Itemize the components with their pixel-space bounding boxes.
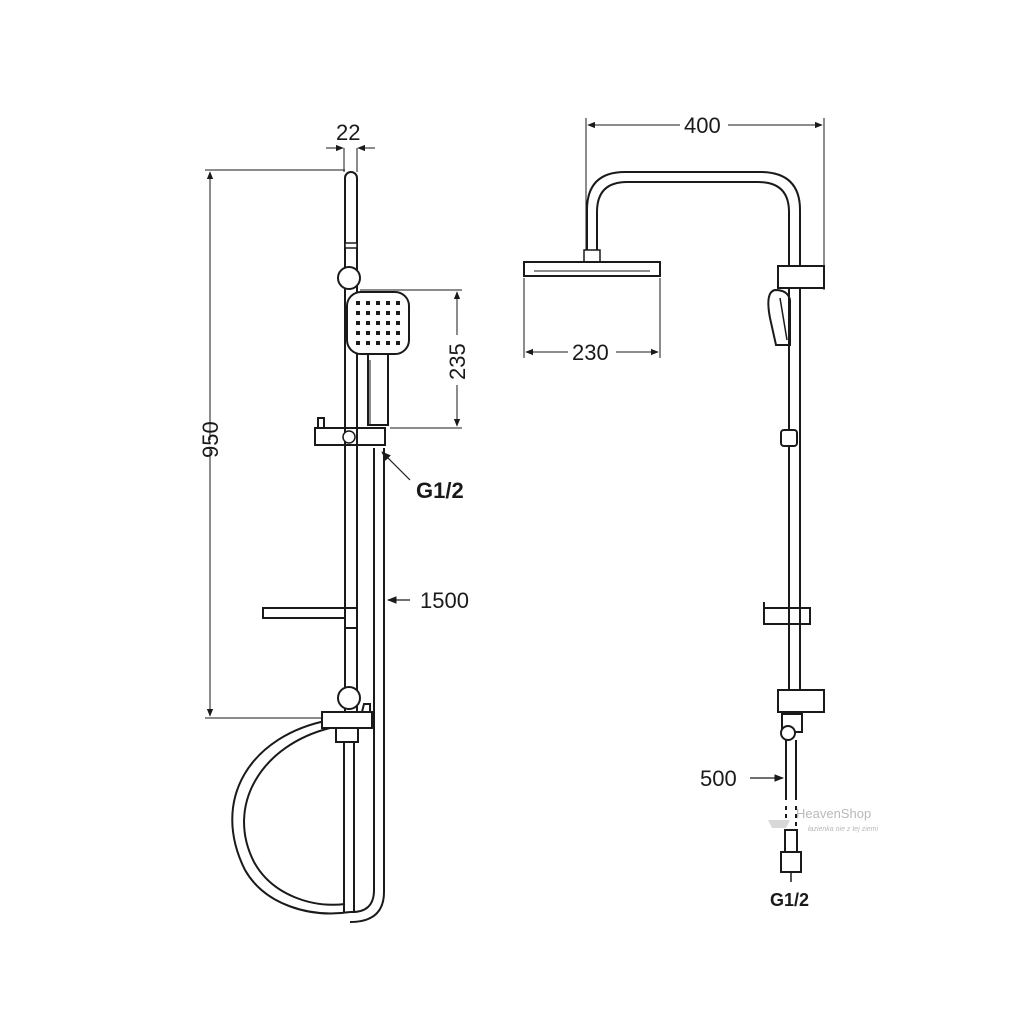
dim-230-label: 230 bbox=[572, 340, 609, 365]
nozzle-dot bbox=[366, 331, 370, 335]
hand-shower bbox=[346, 291, 410, 426]
dim-22-label: 22 bbox=[336, 120, 360, 145]
nozzle-dot bbox=[376, 321, 380, 325]
nozzle-dot bbox=[386, 341, 390, 345]
nozzle-dot bbox=[356, 341, 360, 345]
nozzle-dot bbox=[376, 301, 380, 305]
logo-icon bbox=[768, 820, 790, 828]
nozzle-dot bbox=[386, 301, 390, 305]
dim-950-label: 950 bbox=[198, 421, 223, 458]
nozzle-dot bbox=[356, 321, 360, 325]
dim-500-label: 500 bbox=[700, 766, 737, 791]
dimension-rail-width: 22 bbox=[326, 120, 375, 172]
shower-hose: 1500 bbox=[231, 448, 469, 923]
front-diverter bbox=[780, 713, 803, 882]
nozzle-dot bbox=[366, 341, 370, 345]
nozzle-dot bbox=[386, 331, 390, 335]
nozzle-dot bbox=[356, 311, 360, 315]
watermark-tagline: łazienka nie z tej ziemi bbox=[808, 826, 878, 833]
nozzle-dot bbox=[376, 331, 380, 335]
nozzle-dot bbox=[366, 301, 370, 305]
nozzle-dot bbox=[396, 321, 400, 325]
nozzle-dot bbox=[356, 301, 360, 305]
shower-holder bbox=[314, 417, 386, 446]
side-view: 22 950 235 bbox=[198, 120, 470, 923]
connector-callout: G1/2 bbox=[381, 451, 464, 503]
dimension-total-height: 950 bbox=[198, 169, 345, 719]
nozzle-dot bbox=[396, 301, 400, 305]
nozzle-dot bbox=[376, 311, 380, 315]
nozzle-dot bbox=[396, 331, 400, 335]
nozzle-dot bbox=[396, 341, 400, 345]
nozzle-dot bbox=[366, 321, 370, 325]
g12-side-label: G1/2 bbox=[416, 478, 464, 503]
nozzle-dot bbox=[386, 321, 390, 325]
shower-arm bbox=[583, 171, 801, 270]
dim-1500-label: 1500 bbox=[420, 588, 469, 613]
dim-400-label: 400 bbox=[684, 113, 721, 138]
dimension-lower-hose: 500 bbox=[700, 766, 784, 791]
g12-bottom-label: G1/2 bbox=[770, 890, 809, 910]
watermark-brand: HeavenShop bbox=[796, 806, 871, 821]
dim-235-label: 235 bbox=[445, 343, 470, 380]
nozzle-dot bbox=[366, 311, 370, 315]
front-rail bbox=[763, 265, 825, 713]
nozzle-dot bbox=[356, 331, 360, 335]
nozzle-dot bbox=[376, 341, 380, 345]
watermark: HeavenShop łazienka nie z tej ziemi bbox=[768, 806, 878, 833]
dimension-hand-shower: 235 bbox=[360, 289, 470, 429]
nozzle-dot bbox=[386, 311, 390, 315]
nozzle-dot bbox=[396, 311, 400, 315]
diverter-valve bbox=[321, 686, 373, 912]
nozzle-grid bbox=[356, 301, 400, 345]
rain-shower-head: 230 bbox=[523, 261, 661, 365]
soap-shelf bbox=[262, 607, 358, 629]
front-view: 400 230 bbox=[523, 113, 825, 910]
